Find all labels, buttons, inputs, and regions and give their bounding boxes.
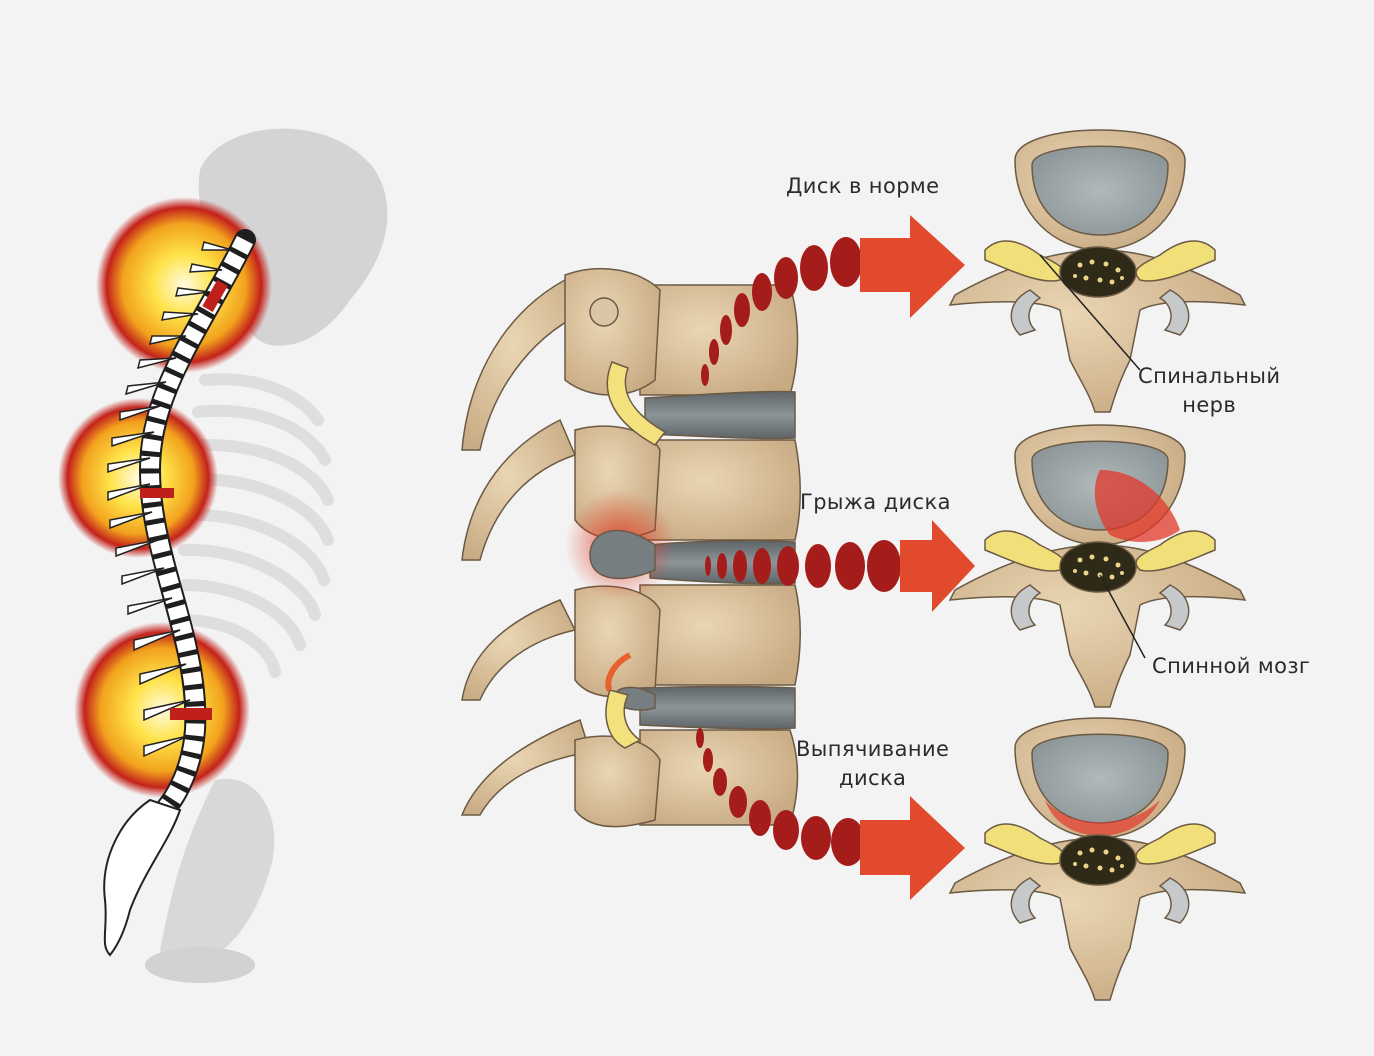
normal-disc-label: Диск в норме	[786, 172, 939, 201]
bulging-disc-line1: Выпячивание	[796, 735, 949, 764]
spinal-nerve-label: Спинальный нерв	[1138, 362, 1280, 420]
spinal-nerve-line2: нерв	[1138, 391, 1280, 420]
normal-disc-text: Диск в норме	[786, 172, 939, 201]
herniated-disc-text: Грыжа диска	[800, 488, 951, 517]
thoracic-pain-glow	[58, 398, 218, 558]
bulging-disc-label: Выпячивание диска	[796, 735, 949, 793]
spinal-nerve-line1: Спинальный	[1138, 362, 1280, 391]
spinal-cord-text: Спинной мозг	[1152, 652, 1310, 681]
lumbar-segment	[462, 269, 800, 827]
spinal-cord-label: Спинной мозг	[1152, 652, 1310, 681]
bulging-disc-line2: диска	[796, 764, 949, 793]
cross-section-bulge	[950, 718, 1245, 1000]
herniated-disc-label: Грыжа диска	[800, 488, 951, 517]
